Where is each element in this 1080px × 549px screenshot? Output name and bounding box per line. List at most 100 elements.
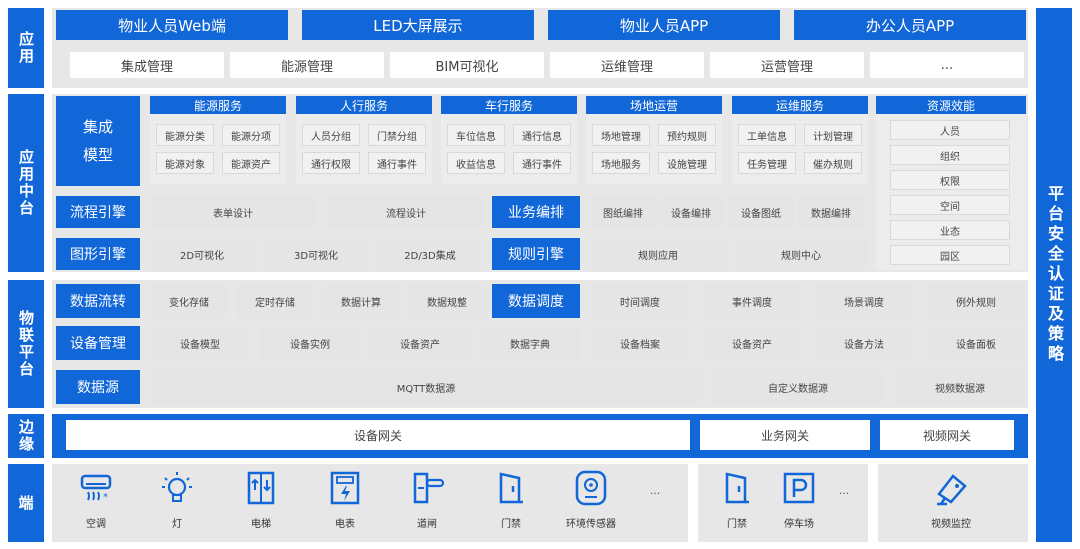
graphics-engine-label: 图形引擎 <box>56 238 140 270</box>
svg-text:*: * <box>103 492 108 503</box>
data-source-item-2: 视频数据源 <box>894 370 1026 404</box>
service-item-2-2: 收益信息 <box>447 152 505 174</box>
service-title-4: 运维服务 <box>732 96 868 114</box>
flow-item-1: 流程设计 <box>328 196 484 228</box>
ellipsis-group1: ... <box>649 484 661 497</box>
device-label: 道闸 <box>417 519 437 530</box>
service-item-0-1: 能源分项 <box>222 124 280 146</box>
integration-model-block: 集成 模型 <box>56 96 140 186</box>
flow-engine-label: 流程引擎 <box>56 196 140 228</box>
service-item-4-0: 工单信息 <box>738 124 796 146</box>
business-orchestration-label: 业务编排 <box>492 196 580 228</box>
device-mgmt-item-3: 数据字典 <box>480 326 580 360</box>
air-conditioner-icon: * <box>76 468 116 511</box>
layer-label-app-text: 应用 <box>17 31 35 65</box>
rule-item-1: 规则中心 <box>734 238 868 270</box>
device-mgmt-item-7: 设备面板 <box>926 326 1026 360</box>
integration-model-line-1: 集成 <box>82 118 113 136</box>
edge-item-2: 视频网关 <box>880 420 1014 450</box>
data-flow-item-1: 定时存储 <box>236 284 314 318</box>
layer-label-middle: 应用中台 <box>8 94 44 272</box>
service-item-3-2: 场地服务 <box>592 152 650 174</box>
data-flow-item-2: 数据计算 <box>322 284 400 318</box>
device-g2-1: 停车场 <box>764 468 834 530</box>
app-module-5: ... <box>870 52 1024 78</box>
service-title-2: 车行服务 <box>441 96 577 114</box>
data-dispatch-label: 数据调度 <box>492 284 580 318</box>
app-entry-1: LED大屏展示 <box>302 10 534 40</box>
resource-item-5: 园区 <box>890 245 1010 265</box>
data-flow-item-0: 变化存储 <box>150 284 228 318</box>
environment-sensor-icon <box>571 468 611 511</box>
service-item-0-3: 能源资产 <box>222 152 280 174</box>
security-bar-text: 平台安全认证及策略 <box>1045 185 1064 365</box>
resource-item-3: 空间 <box>890 195 1010 215</box>
device-g1-1: 灯 <box>142 468 212 530</box>
device-label: 空调 <box>86 519 106 530</box>
device-g1-6: 环境传感器 <box>556 468 626 530</box>
app-module-1: 能源管理 <box>230 52 384 78</box>
device-label: 灯 <box>172 519 182 530</box>
service-item-4-3: 催办规则 <box>804 152 862 174</box>
device-g3-0: 视频监控 <box>916 468 986 530</box>
flow-item-0: 表单设计 <box>150 196 316 228</box>
layer-label-iot: 物联平台 <box>8 280 44 408</box>
service-item-2-1: 通行信息 <box>513 124 571 146</box>
device-label: 电梯 <box>251 519 271 530</box>
service-item-4-1: 计划管理 <box>804 124 862 146</box>
device-mgmt-label: 设备管理 <box>56 326 140 360</box>
service-item-3-1: 预约规则 <box>658 124 716 146</box>
data-dispatch-item-3: 例外规则 <box>926 284 1026 318</box>
device-g1-2: 电梯 <box>226 468 296 530</box>
service-item-3-3: 设施管理 <box>658 152 716 174</box>
app-entry-2: 物业人员APP <box>548 10 780 40</box>
device-g1-4: 道闸 <box>392 468 462 530</box>
app-module-2: BIM可视化 <box>390 52 544 78</box>
layer-label-middle-text: 应用中台 <box>17 149 35 217</box>
service-item-1-1: 门禁分组 <box>368 124 426 146</box>
service-item-1-0: 人员分组 <box>302 124 360 146</box>
layer-label-iot-text: 物联平台 <box>17 310 35 378</box>
device-mgmt-item-4: 设备档案 <box>590 326 690 360</box>
layer-label-edge: 边缘 <box>8 414 44 458</box>
service-item-2-3: 通行事件 <box>513 152 571 174</box>
data-source-label: 数据源 <box>56 370 140 404</box>
resource-body <box>876 114 1026 270</box>
integration-model-line-2: 模型 <box>82 146 113 164</box>
device-mgmt-item-6: 设备方法 <box>814 326 914 360</box>
orchestration-item-3: 数据编排 <box>798 196 864 228</box>
resource-title: 资源效能 <box>876 96 1026 114</box>
service-item-1-3: 通行事件 <box>368 152 426 174</box>
service-item-2-0: 车位信息 <box>447 124 505 146</box>
rule-item-0: 规则应用 <box>590 238 726 270</box>
device-label: 停车场 <box>784 519 814 530</box>
parking-icon <box>779 468 819 511</box>
data-dispatch-item-0: 时间调度 <box>590 284 690 318</box>
device-mgmt-item-0: 设备模型 <box>150 326 250 360</box>
door-access-icon <box>491 468 531 511</box>
layer-label-end-text: 端 <box>18 494 34 512</box>
resource-item-2: 权限 <box>890 170 1010 190</box>
device-label: 门禁 <box>727 519 747 530</box>
layer-label-app: 应用 <box>8 8 44 88</box>
elevator-icon <box>241 468 281 511</box>
video-camera-icon <box>931 468 971 511</box>
electric-meter-icon <box>325 468 365 511</box>
data-source-item-1: 自定义数据源 <box>712 370 884 404</box>
device-mgmt-item-1: 设备实例 <box>260 326 360 360</box>
service-item-1-2: 通行权限 <box>302 152 360 174</box>
device-label: 门禁 <box>501 519 521 530</box>
graphics-item-1: 3D可视化 <box>264 238 368 270</box>
device-g1-5: 门禁 <box>476 468 546 530</box>
door-access-icon <box>717 468 757 511</box>
data-flow-item-3: 数据规整 <box>408 284 486 318</box>
service-item-0-0: 能源分类 <box>156 124 214 146</box>
service-title-3: 场地运营 <box>586 96 722 114</box>
device-g2-0: 门禁 <box>702 468 772 530</box>
app-entry-0: 物业人员Web端 <box>56 10 288 40</box>
resource-item-0: 人员 <box>890 120 1010 140</box>
security-bar: 平台安全认证及策略 <box>1036 8 1072 542</box>
data-flow-label: 数据流转 <box>56 284 140 318</box>
edge-item-0: 设备网关 <box>66 420 690 450</box>
device-g1-3: 电表 <box>310 468 380 530</box>
